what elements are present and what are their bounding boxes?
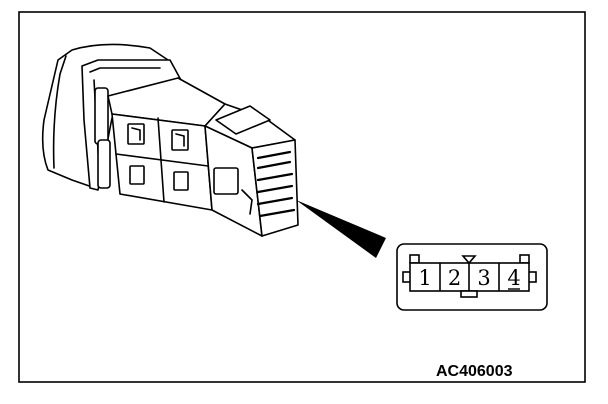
pin-label-4: 4 [507, 266, 520, 290]
switch-knob-edge [52, 55, 67, 169]
latch-slot-4 [173, 171, 189, 191]
terminal-rib-4 [256, 184, 294, 194]
switch-post-upper [94, 87, 109, 145]
connector-lug-left [409, 254, 420, 264]
latch-tab-1 [131, 127, 141, 141]
connector-lug-right [519, 254, 530, 264]
orientation-triangle [461, 255, 477, 265]
terminal-rib-3 [256, 172, 294, 182]
terminal-rib-2 [256, 160, 292, 170]
terminal-detail [241, 189, 253, 215]
terminal-rib-1 [256, 150, 292, 160]
pin-label-2: 2 [448, 266, 461, 290]
figure-reference-code: AC406003 [436, 363, 513, 380]
switch-post-lower [97, 139, 111, 189]
connector-key-bottom [460, 290, 478, 298]
latch-slot-2 [171, 129, 189, 151]
pin-label-3: 3 [477, 266, 490, 290]
latch-slot-1 [127, 123, 145, 145]
connector-face-view [396, 243, 548, 311]
leader-pointer [296, 200, 386, 258]
housing-front-face [111, 113, 213, 211]
housing-divider-h [115, 153, 209, 167]
pin-label-1: 1 [418, 266, 431, 290]
terminal-rib-5 [256, 196, 294, 206]
latch-tab-2 [175, 133, 185, 147]
connector-lock-tab [215, 105, 271, 135]
terminal-rib-6 [258, 208, 296, 218]
housing-recess [213, 167, 239, 195]
latch-slot-3 [129, 165, 145, 185]
switch-illustration [41, 43, 299, 237]
